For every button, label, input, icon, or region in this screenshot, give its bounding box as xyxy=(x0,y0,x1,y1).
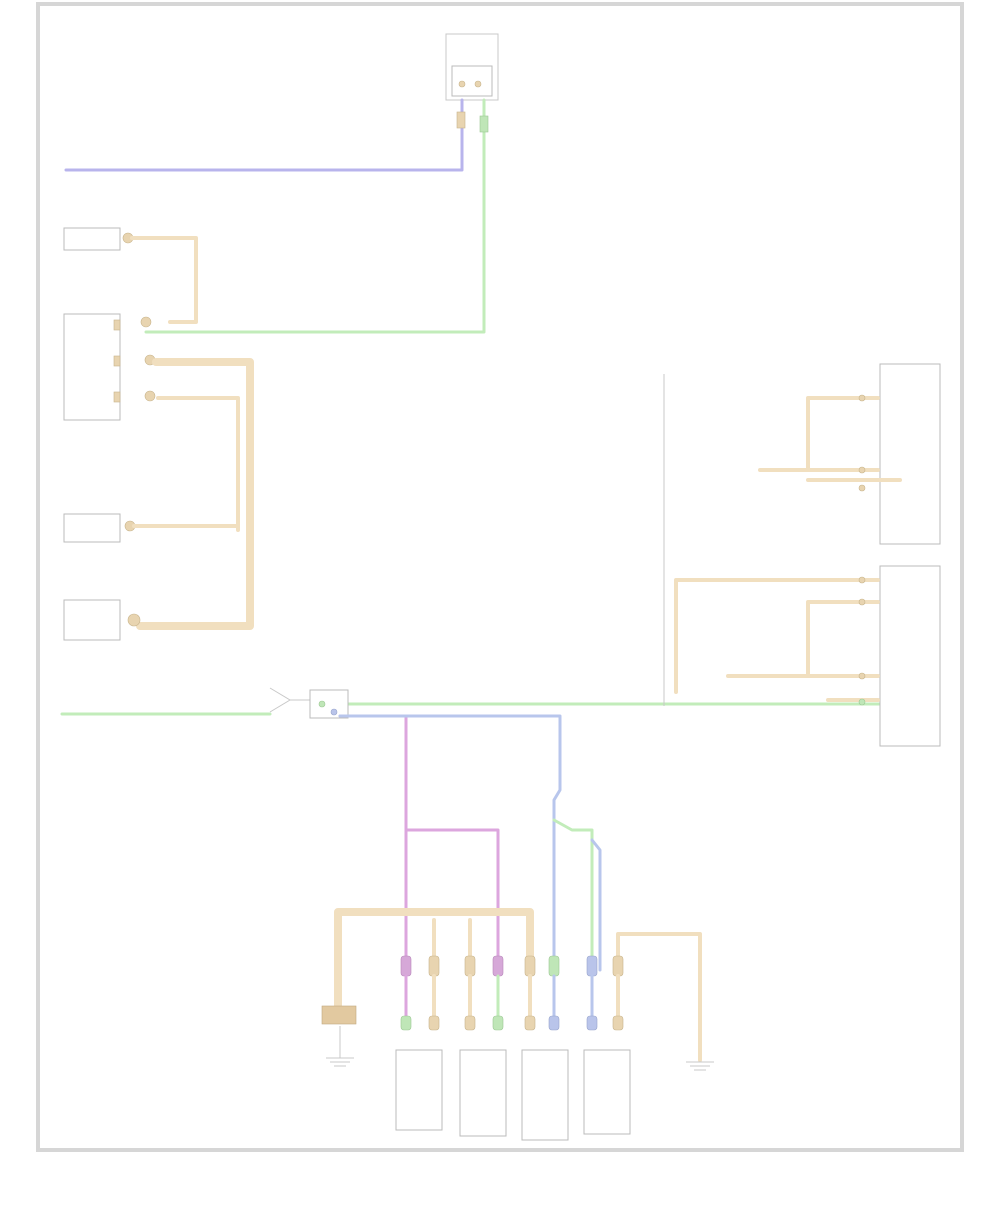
bottom-components xyxy=(395,1049,631,1141)
left-component-4 xyxy=(63,599,141,641)
top-component xyxy=(445,33,499,101)
right-ground xyxy=(616,932,714,1071)
right-component-2 xyxy=(674,565,941,747)
lower-branch-wires xyxy=(338,714,602,972)
violet-wire-top xyxy=(64,98,466,172)
green-bus xyxy=(60,702,902,716)
junction-component xyxy=(269,687,349,719)
right-component-1 xyxy=(663,363,941,706)
diagram-frame xyxy=(36,2,964,1152)
left-component-3 xyxy=(63,513,240,543)
tan-bundle-left xyxy=(136,358,254,630)
left-component-2 xyxy=(63,313,156,421)
green-wire-top xyxy=(144,98,489,334)
bottom-harness xyxy=(321,908,534,1067)
bottom-connector-row xyxy=(400,955,624,1031)
left-component-1 xyxy=(63,227,198,324)
ground-connector xyxy=(321,1005,357,1025)
